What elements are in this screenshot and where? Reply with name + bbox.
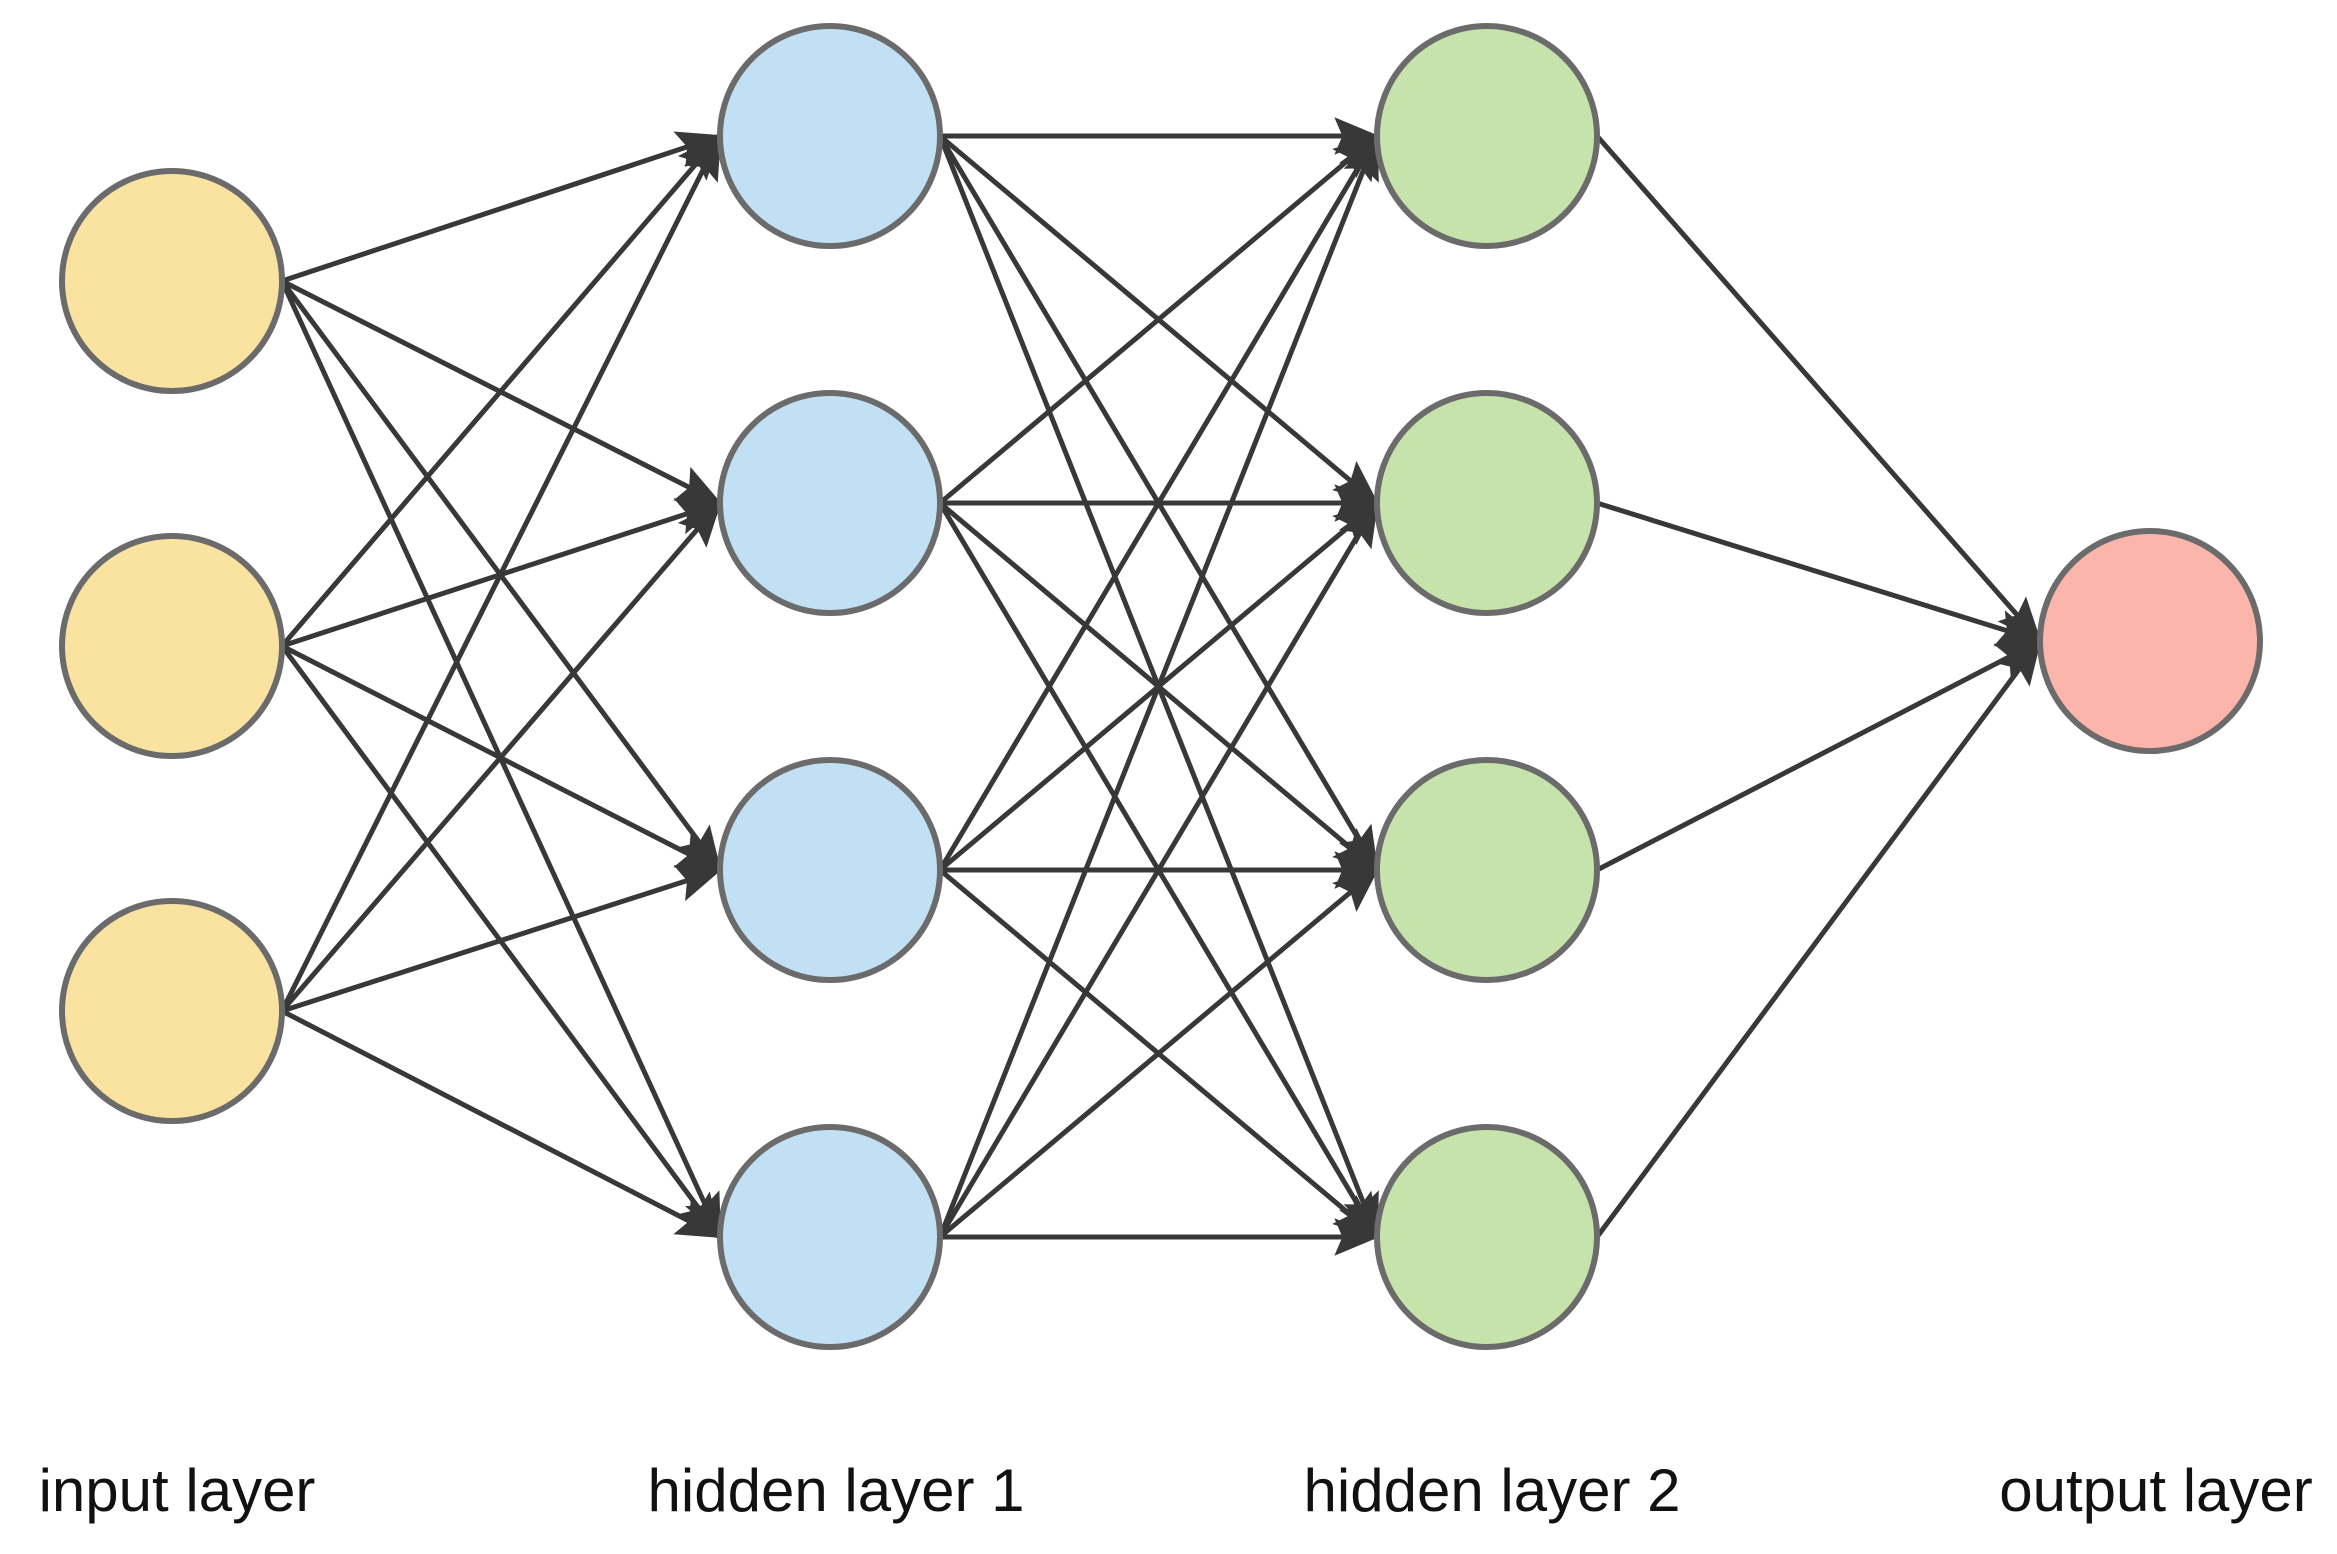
node-hidden2-4 — [1374, 1124, 1600, 1350]
edge-input-3-to-hidden1-4 — [280, 1008, 722, 1240]
edge-hidden1-4-to-hidden2-3 — [938, 868, 1379, 1239]
edge-hidden1-4-to-hidden2-1 — [937, 133, 1380, 1238]
layer-label-input: input layer — [38, 1457, 316, 1524]
layer-label-hidden2: hidden layer 2 — [1303, 1457, 1681, 1524]
edge-hidden1-2-to-hidden2-1 — [938, 134, 1379, 505]
edge-hidden2-3-to-output-1 — [1595, 638, 2042, 873]
nodes-group — [59, 23, 2263, 1350]
node-hidden2-2 — [1374, 390, 1600, 616]
edge-input-2-to-hidden1-1 — [280, 134, 722, 648]
node-hidden2-3 — [1374, 757, 1600, 983]
edge-input-3-to-hidden1-3 — [281, 865, 723, 1014]
node-hidden1-1 — [717, 23, 943, 249]
node-hidden1-4 — [717, 1124, 943, 1350]
node-hidden1-2 — [717, 390, 943, 616]
edge-hidden1-4-to-hidden2-2 — [937, 501, 1380, 1239]
edge-hidden2-4-to-output-1 — [1594, 639, 2043, 1239]
edge-input-3-to-hidden1-1 — [279, 133, 723, 1013]
edge-hidden1-3-to-hidden2-1 — [937, 134, 1380, 872]
edge-input-3-to-hidden1-2 — [280, 501, 722, 1013]
node-input-2 — [59, 533, 285, 759]
edge-hidden2-2-to-output-1 — [1596, 500, 2043, 647]
node-hidden2-1 — [1374, 23, 1600, 249]
node-input-1 — [59, 168, 285, 394]
edge-input-1-to-hidden1-1 — [281, 131, 723, 284]
node-hidden1-3 — [717, 757, 943, 983]
layer-label-hidden1: hidden layer 1 — [647, 1457, 1025, 1524]
edges-group — [279, 117, 2043, 1256]
node-output-1 — [2037, 528, 2263, 754]
layer-label-output: output layer — [1999, 1457, 2313, 1524]
node-input-3 — [59, 898, 285, 1124]
edge-hidden2-1-to-output-1 — [1595, 134, 2042, 643]
